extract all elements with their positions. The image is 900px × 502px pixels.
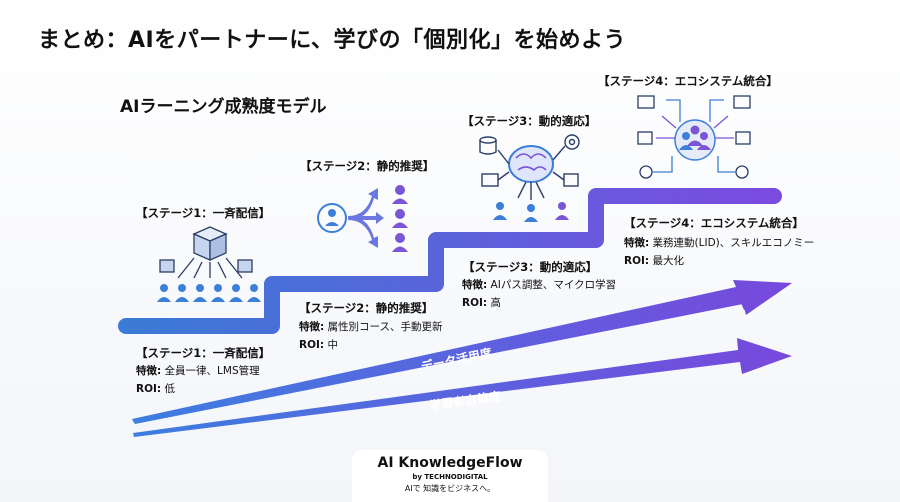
model-title: AIラーニング成熟度モデル <box>120 97 327 117</box>
stage3-desc: 特徴: AIパス調整、マイクロ学習 ROI: 高 <box>462 276 616 312</box>
stage4-roi-label: ROI: <box>624 255 650 267</box>
stage1-label: 【ステージ1：一斉配信】 <box>136 346 271 360</box>
page-title: まとめ：AIをパートナーに、学びの「個別化」を始めよう <box>38 28 627 53</box>
stage2-icon-label: 【ステージ2：静的推奨】 <box>300 159 435 173</box>
stage3-icon-label: 【ステージ3：動的適応】 <box>462 114 597 128</box>
stage1-roi-label: ROI: <box>136 383 162 395</box>
stage3-feature: AIパス調整、マイクロ学習 <box>490 279 617 291</box>
stage2-label: 【ステージ2：静的推奨】 <box>299 301 434 315</box>
branching-users-icon <box>317 185 408 252</box>
stage2-roi: 中 <box>327 339 338 351</box>
brand-tagline: AIで 知識をビジネスへ。 <box>404 484 496 493</box>
brand-by: by TECHNODIGITAL <box>412 473 488 481</box>
stage2-feature-label: 特徴: <box>299 321 325 333</box>
stage1-roi: 低 <box>164 383 175 395</box>
stage3-roi-label: ROI: <box>462 297 488 309</box>
stage1-icon-label: 【ステージ1：一斉配信】 <box>136 206 271 220</box>
stage3-label: 【ステージ3：動的適応】 <box>463 260 598 274</box>
stage4-icon-label: 【ステージ4：エコシステム統合】 <box>598 74 778 88</box>
stage1-feature-label: 特徴: <box>136 365 162 377</box>
stage1-feature: 全員一律、LMS管理 <box>164 365 260 377</box>
stage3-roi: 高 <box>490 297 501 309</box>
stage4-label: 【ステージ4：エコシステム統合】 <box>624 216 804 230</box>
ai-brain-icon <box>479 134 580 222</box>
stage2-roi-label: ROI: <box>299 339 325 351</box>
maturity-staircase <box>118 188 782 334</box>
learner-autonomy-arrow <box>133 338 792 437</box>
ecosystem-network-icon <box>637 95 751 179</box>
brand-name: AI KnowledgeFlow <box>377 455 523 471</box>
stage1-desc: 特徴: 全員一律、LMS管理 ROI: 低 <box>136 362 260 398</box>
stage2-feature: 属性別コース、手動更新 <box>327 321 443 333</box>
box-distribution-icon <box>157 226 261 302</box>
data-utilization-arrow-body <box>133 283 792 424</box>
stage4-roi: 最大化 <box>652 255 684 267</box>
brand-footer: AI KnowledgeFlow by TECHNODIGITAL AIで 知識… <box>352 450 548 502</box>
stage4-desc: 特徴: 業務連動(LID)、スキルエコノミー ROI: 最大化 <box>624 234 814 270</box>
stage2-desc: 特徴: 属性別コース、手動更新 ROI: 中 <box>299 318 443 354</box>
stage3-feature-label: 特徴: <box>462 279 488 291</box>
stage4-feature: 業務連動(LID)、スキルエコノミー <box>652 237 815 249</box>
stage4-feature-label: 特徴: <box>624 237 650 249</box>
